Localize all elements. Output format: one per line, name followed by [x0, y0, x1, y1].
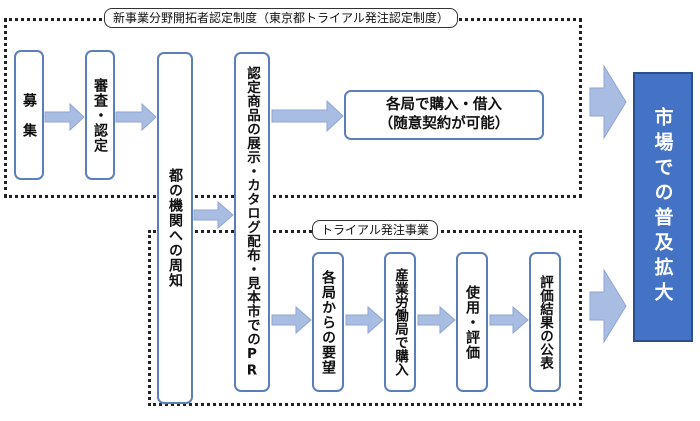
arrow-shuchi-tenji [193, 200, 234, 230]
arrow-shiyo-hyoka [489, 305, 529, 335]
node-yobo: 各局からの要望 [312, 252, 344, 392]
arrow-tenji-yobo [271, 305, 312, 335]
node-sangyo: 産業労働局で購入 [384, 252, 416, 392]
node-yobo-label: 各局からの要望 [320, 269, 336, 375]
arrow-shinsa-shuchi [115, 102, 157, 132]
node-shinsa-label: 審査・認定 [92, 77, 108, 153]
arrow-tenji-konyu [271, 99, 344, 133]
node-tenji-label: 認定商品の展示・カタログ配布・見本市でのPR [244, 65, 260, 379]
node-konyu: 各局で購入・借入 （随意契約が可能） [344, 90, 544, 140]
result-box: 市場での普及拡大 [633, 72, 693, 342]
arrow-bottom-to-result [589, 268, 627, 344]
bottom-frame-title: トライアル発注事業 [312, 220, 438, 240]
arrow-sangyo-shiyo [417, 305, 456, 335]
bottom-frame [148, 230, 582, 406]
node-konyu-line1: 各局で購入・借入 [386, 97, 502, 113]
node-tenji: 認定商品の展示・カタログ配布・見本市でのPR [234, 52, 270, 392]
node-boshu-label: 募 集 [21, 92, 37, 138]
node-shiyo-label: 使用・評価 [464, 284, 480, 360]
arrow-top-to-result [589, 64, 627, 140]
node-shuchi: 都の機関への周知 [157, 52, 193, 404]
arrow-yobo-sangyo [345, 305, 384, 335]
node-hyoka: 評価結果の公表 [529, 252, 561, 392]
node-shuchi-label: 都の機関への周知 [167, 168, 183, 288]
node-konyu-line2: （随意契約が可能） [378, 116, 510, 132]
node-sangyo-label: 産業労働局で購入 [392, 268, 408, 376]
node-boshu: 募 集 [14, 50, 44, 180]
node-shiyo: 使用・評価 [456, 252, 488, 392]
node-shinsa: 審査・認定 [85, 50, 115, 180]
node-hyoka-label: 評価結果の公表 [537, 274, 553, 370]
top-frame-title: 新事業分野開拓者認定制度（東京都トライアル発注認定制度） [104, 8, 458, 28]
result-label: 市場での普及拡大 [651, 107, 674, 307]
arrow-boshu-shinsa [44, 102, 85, 132]
